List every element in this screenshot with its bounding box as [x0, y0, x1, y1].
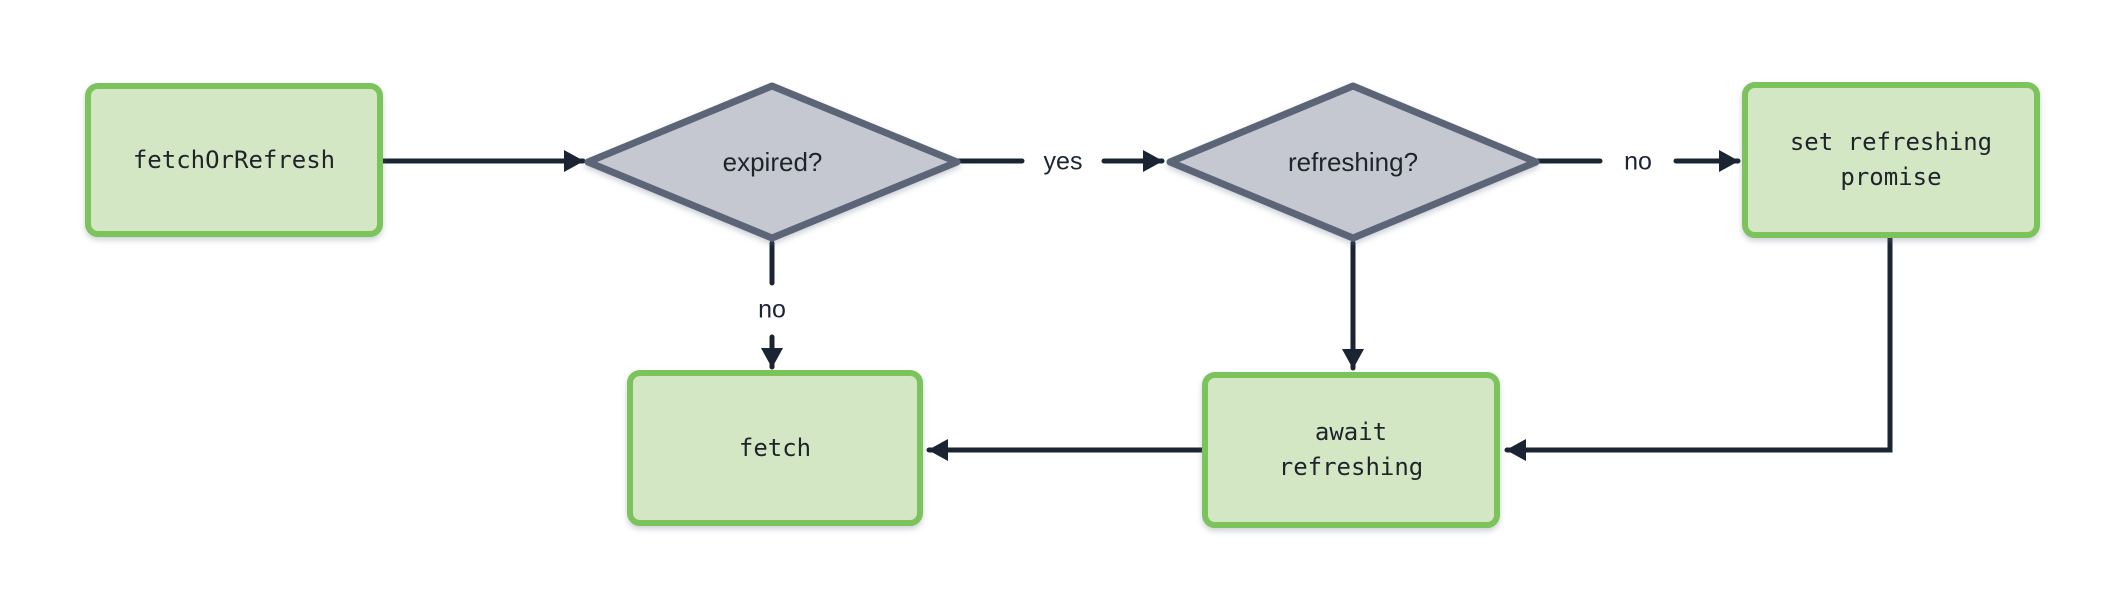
node-refreshing-diamond-shape [1166, 82, 1540, 242]
nodes-group [85, 82, 2040, 528]
node-fetchorrefresh-shape [85, 83, 383, 237]
edge-label-yes: yes [1043, 147, 1083, 176]
node-setpromise-label: set refreshing promise [1789, 128, 1993, 191]
node-refreshing-label: refreshing? [1287, 146, 1419, 177]
edges-group [377, 150, 1893, 461]
node-await-label: await refreshing [1278, 418, 1424, 481]
node-setpromise-shape [1742, 82, 2040, 238]
node-await-shape [1202, 372, 1500, 528]
edge-label-no-refreshing: no [1624, 147, 1652, 176]
node-fetch-label: fetch [738, 433, 812, 462]
node-expired-label: expired? [722, 146, 823, 177]
node-fetch-shape [627, 370, 923, 526]
node-expired-diamond-shape [584, 82, 961, 242]
edge-label-no-expired: no [758, 295, 786, 324]
node-fetchorrefresh-label: fetchOrRefresh [132, 145, 336, 174]
edge-setpromise-to-await [1504, 235, 1893, 461]
